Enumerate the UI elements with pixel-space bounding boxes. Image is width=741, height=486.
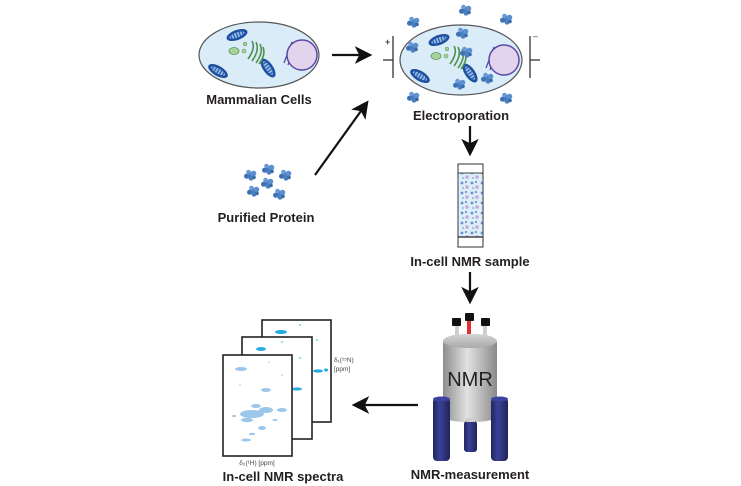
electroporation-illustration: + – [383, 4, 540, 104]
negative-electrode: – [529, 31, 540, 78]
mammalian-cell-illustration [198, 21, 320, 89]
sample-label: In-cell NMR sample [410, 254, 529, 269]
y-axis-label-unit: [ppm] [334, 366, 350, 373]
purified-protein-illustration [244, 163, 292, 200]
spectrum-front [222, 354, 293, 457]
nmr-sample-tube [457, 163, 484, 248]
spectra-label: In-cell NMR spectra [223, 469, 344, 484]
nmr-spectrometer: NMR [433, 313, 508, 461]
measurement-label: NMR-measurement [411, 467, 530, 482]
y-axis-label-nucleus: δ₁(¹⁵N) [334, 357, 354, 364]
x-axis-label: δ₂(¹H) [ppm] [239, 460, 275, 467]
mammalian-cells-label: Mammalian Cells [206, 92, 312, 107]
spectra-stack: δ₁(¹⁵N) [ppm] δ₂(¹H) [ppm] [222, 319, 354, 467]
minus-sign: – [533, 31, 538, 41]
plus-sign: + [385, 37, 390, 47]
purified-protein-label: Purified Protein [218, 210, 315, 225]
arrow-protein-to-electroporation [314, 100, 369, 176]
nmr-magnet-text: NMR [447, 369, 493, 391]
electroporation-label: Electroporation [413, 108, 509, 123]
positive-electrode: + [383, 36, 394, 78]
